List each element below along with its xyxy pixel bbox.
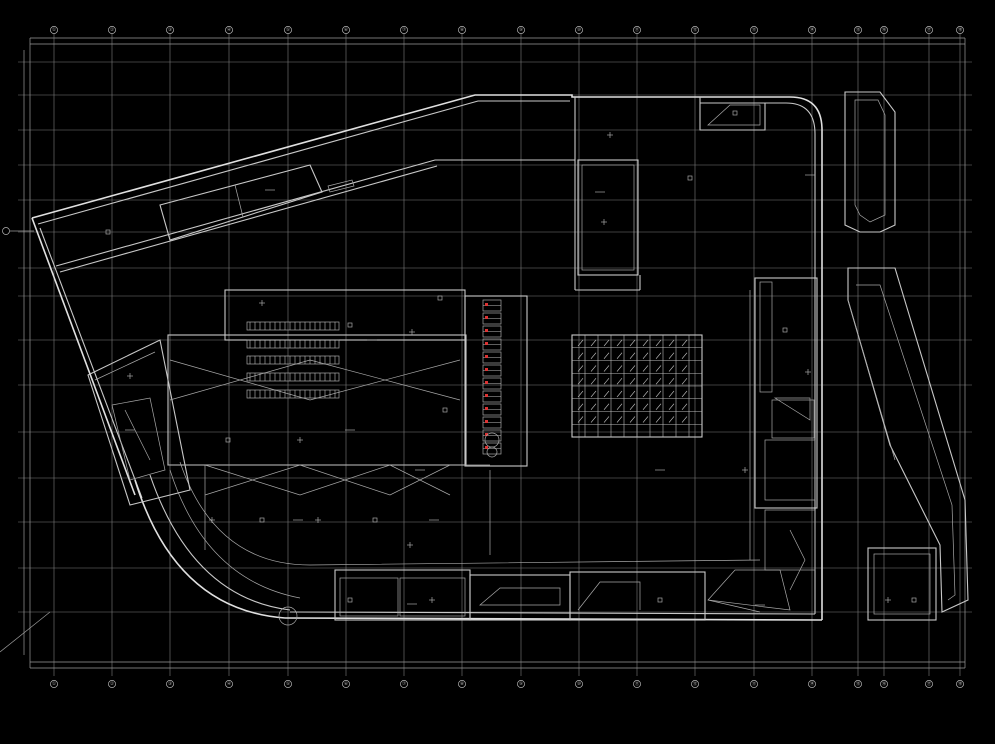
grid-bubble-icon <box>225 680 233 688</box>
grid-bubble-label: ② <box>110 681 115 687</box>
east-ramp-lower <box>847 267 969 621</box>
grid-bubble-icon <box>633 26 641 34</box>
parking-rows <box>246 321 340 399</box>
south-rooms <box>334 569 791 621</box>
grid-bubble-label: ⑤ <box>286 681 291 687</box>
grid-bubble-label: ⑬ <box>752 26 757 33</box>
grid-bubbles-top: ① ② ③ ④ ⑤ ⑥ ⑦ ⑧ ⑨ ⑩ ⑪ ⑫ ⑬ ⑭ ⑮ ⑯ ⑰ ⑱ <box>50 26 964 34</box>
grid-bubble-icon <box>925 680 933 688</box>
grid-bubble-label: ⑱ <box>958 26 963 33</box>
grid-bubble-label: ⑪ <box>635 680 640 687</box>
grid-bubble-icon <box>225 26 233 34</box>
atrium-grid <box>571 334 703 438</box>
grid-bubble-label: ④ <box>227 27 232 33</box>
building-outline <box>31 94 823 626</box>
grid-bubble-label: ⑨ <box>519 27 524 33</box>
north-east-rooms <box>574 97 766 291</box>
grid-bubble-icon <box>880 680 888 688</box>
grid-bubble-label: ⑥ <box>344 27 349 33</box>
grid-bubble-icon <box>284 680 292 688</box>
grid-bubble-label: ⑦ <box>402 27 407 33</box>
grid-bubble-icon <box>284 26 292 34</box>
grid-bubble-label: ⑮ <box>856 26 861 33</box>
grid-bubble-label: ③ <box>168 681 173 687</box>
grid-bubble-label: ⑰ <box>927 680 932 687</box>
grid-bubble-icon <box>956 680 964 688</box>
grid-bubble-icon <box>691 680 699 688</box>
north-arrow-icon <box>0 227 51 653</box>
grid-bubble-icon <box>166 680 174 688</box>
grid-lines-horizontal <box>18 61 972 613</box>
grid-bubble-label: ⑪ <box>635 26 640 33</box>
grid-bubble-icon <box>880 26 888 34</box>
grid-bubble-icon <box>808 26 816 34</box>
grid-bubble-icon <box>750 680 758 688</box>
grid-bubble-label: ⑯ <box>882 680 887 687</box>
grid-lines-vertical <box>53 30 961 676</box>
grid-bubble-icon <box>517 680 525 688</box>
grid-bubble-icon <box>108 680 116 688</box>
grid-bubble-label: ⑯ <box>882 26 887 33</box>
grid-bubble-label: ② <box>110 27 115 33</box>
grid-bubble-icon <box>458 26 466 34</box>
grid-bubble-label: ⑩ <box>577 681 582 687</box>
grid-bubble-label: ④ <box>227 681 232 687</box>
grid-bubble-label: ⑭ <box>810 680 815 687</box>
grid-bubble-icon <box>342 680 350 688</box>
grid-bubble-label: ⑨ <box>519 681 524 687</box>
grid-bubble-icon <box>750 26 758 34</box>
grid-bubble-label: ⑧ <box>460 27 465 33</box>
annotation-marks <box>105 110 917 606</box>
grid-bubble-icon <box>50 680 58 688</box>
grid-bubble-label: ⑬ <box>752 680 757 687</box>
grid-bubble-icon <box>458 680 466 688</box>
grid-bubble-icon <box>517 26 525 34</box>
grid-bubble-icon <box>50 26 58 34</box>
grid-bubble-icon <box>108 26 116 34</box>
grid-bubble-label: ⑥ <box>344 681 349 687</box>
grid-bubble-label: ⑰ <box>927 26 932 33</box>
grid-bubble-icon <box>691 26 699 34</box>
west-core <box>87 339 191 506</box>
grid-bubble-icon <box>808 680 816 688</box>
grid-bubble-icon <box>956 26 964 34</box>
equipment-column <box>482 299 502 458</box>
grid-bubble-label: ⑩ <box>577 27 582 33</box>
grid-bubble-icon <box>166 26 174 34</box>
grid-bubble-icon <box>400 26 408 34</box>
east-rooms <box>749 277 818 591</box>
grid-bubble-label: ⑮ <box>856 680 861 687</box>
grid-bubble-icon <box>925 26 933 34</box>
grid-bubble-label: ⑤ <box>286 27 291 33</box>
grid-bubble-icon <box>400 680 408 688</box>
dimension-lines <box>23 37 966 669</box>
grid-bubble-icon <box>854 680 862 688</box>
grid-bubble-label: ⑫ <box>693 26 698 33</box>
main-hall <box>167 289 528 555</box>
grid-bubble-label: ⑭ <box>810 26 815 33</box>
grid-bubble-label: ① <box>52 27 57 33</box>
grid-bubble-label: ③ <box>168 27 173 33</box>
grid-bubble-label: ⑱ <box>958 680 963 687</box>
grid-bubbles-bottom: ① ② ③ ④ ⑤ ⑥ ⑦ ⑧ ⑨ ⑩ ⑪ ⑫ ⑬ ⑭ ⑮ ⑯ ⑰ ⑱ <box>50 680 964 688</box>
east-stair-upper <box>844 91 896 233</box>
grid-bubble-icon <box>854 26 862 34</box>
grid-bubble-icon <box>342 26 350 34</box>
grid-bubble-icon <box>575 680 583 688</box>
grid-bubble-label: ⑦ <box>402 681 407 687</box>
grid-bubble-label: ⑫ <box>693 680 698 687</box>
north-ramp <box>159 164 355 241</box>
grid-bubble-icon <box>633 680 641 688</box>
grid-bubble-label: ① <box>52 681 57 687</box>
grid-bubble-icon <box>575 26 583 34</box>
grid-bubble-label: ⑧ <box>460 681 465 687</box>
